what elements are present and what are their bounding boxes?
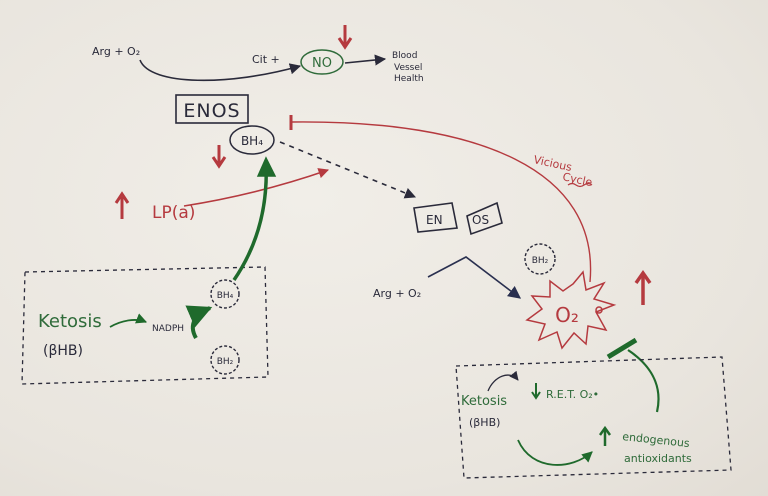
down-arrow-icon [531,383,541,400]
lpa-arrow [183,168,329,207]
no-circle [300,49,344,75]
vicious-cycle-arc [291,121,592,283]
no-label: NO [312,56,332,71]
arg-o2-label: Arg + O₂ [92,45,140,58]
inhibit-bar-icon [606,337,638,360]
uncoupled-enos-left-label: EN [426,213,443,227]
left-bhb-label: (βHB) [43,343,83,359]
left-bh4-label: BH₄ [217,291,234,301]
bh2-label: BH₂ [532,256,549,266]
left-bh4-circle [210,279,240,309]
left-ketosis-label: Ketosis [38,311,102,332]
cycle-squiggle [567,182,593,188]
bh2-circle [524,243,556,275]
down-arrow-icon [211,145,227,169]
nadph-label: NADPH [152,324,184,334]
antioxidants-label: antioxidants [624,452,692,465]
ret-label: R.E.T. O₂• [546,388,599,401]
nadph-curl-arrow [185,305,213,339]
enos-box [175,94,249,124]
left-ketosis-box [21,266,269,385]
bh4-circle [229,125,275,155]
ketosis-to-ret-arrow [487,370,519,392]
ketosis-to-antioxidant-arrow [517,439,593,466]
cit-label: Cit + [252,53,280,66]
ketosis-to-nadph-arrow [109,313,148,328]
up-arrow-icon [598,425,612,446]
enos-label: ENOS [183,100,240,122]
radical-dot [595,306,603,314]
down-arrow-icon [337,25,353,50]
bh4-label: BH₄ [241,134,263,148]
endogenous-label: endogenous [622,430,691,450]
left-bh2-circle [210,345,240,375]
arg-o2-lower-label: Arg + O₂ [373,287,421,300]
uncoupling-dashed-arrow [279,141,417,199]
uncoupled-enos-right-label: OS [472,213,489,227]
left-bh2-label: BH₂ [217,357,234,367]
no-to-health-arrow [344,54,387,66]
up-arrow-icon [634,269,652,305]
vessel-label: Vessel [394,63,422,73]
blood-label: Blood [392,51,417,61]
lpa-label: LP(a) [152,203,195,223]
bh4-recoupling-arrowhead [256,156,277,177]
right-bhb-label: (βHB) [469,416,500,429]
right-ketosis-box [455,356,732,479]
arg-to-superoxide-arrow [427,256,522,299]
arg-to-no-arrow [139,59,302,82]
health-label: Health [394,74,424,84]
bh4-recoupling-arrow [232,161,268,281]
superoxide-burst [525,270,617,350]
uncoupled-enos: EN OS [413,201,503,236]
antioxidant-inhibit-line [627,349,660,413]
right-ketosis-label: Ketosis [461,394,507,409]
superoxide-label: O₂ [555,303,579,327]
up-arrow-icon [114,191,130,219]
